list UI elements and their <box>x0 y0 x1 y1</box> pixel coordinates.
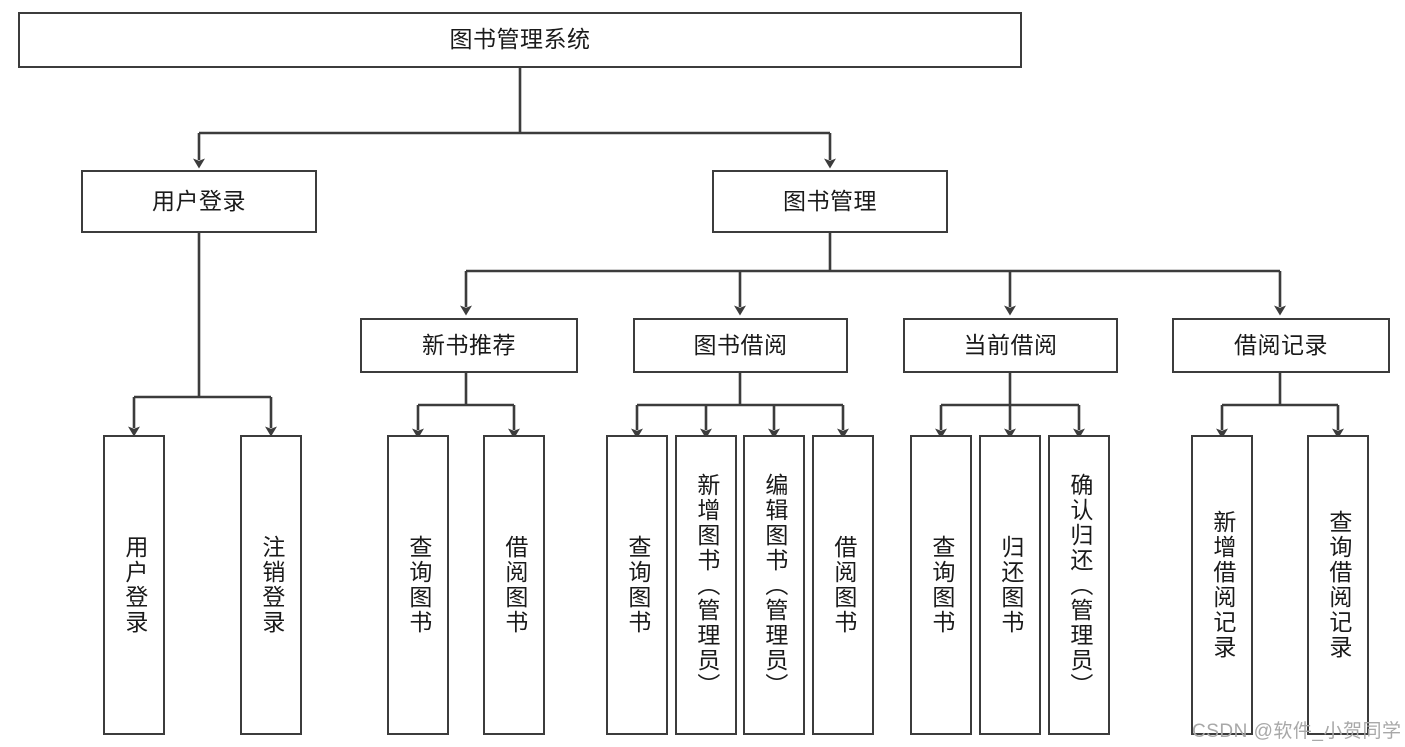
leaf-logout-login[interactable]: 注销登录 <box>240 435 302 735</box>
node-label: 查询借阅记录 <box>1325 510 1352 660</box>
node-label: 图书管理系统 <box>449 26 591 53</box>
node-label: 注销登录 <box>258 535 285 635</box>
node-label: 图书管理 <box>783 187 877 214</box>
node-current-borrow[interactable]: 当前借阅 <box>903 318 1118 373</box>
leaf-return-book[interactable]: 归还图书 <box>979 435 1041 735</box>
node-label: 新书推荐 <box>422 331 516 358</box>
node-label: 借阅图书 <box>830 535 857 635</box>
node-label: 新增借阅记录 <box>1209 510 1236 660</box>
csdn-watermark: CSDN @软件_小贺同学 <box>1192 721 1402 742</box>
leaf-edit-book-admin[interactable]: 编辑图书（管理员） <box>743 435 805 735</box>
node-root-book-management-system[interactable]: 图书管理系统 <box>18 12 1022 68</box>
leaf-borrow-book-recommend[interactable]: 借阅图书 <box>483 435 545 735</box>
node-label: 用户登录 <box>152 187 246 214</box>
leaf-query-borrow-record[interactable]: 查询借阅记录 <box>1307 435 1369 735</box>
node-label: 图书借阅 <box>693 331 788 358</box>
leaf-add-borrow-record[interactable]: 新增借阅记录 <box>1191 435 1253 735</box>
node-label: 新增图书（管理员） <box>693 473 720 698</box>
node-book-borrow[interactable]: 图书借阅 <box>633 318 848 373</box>
node-label: 借阅记录 <box>1234 331 1328 358</box>
leaf-add-book-admin[interactable]: 新增图书（管理员） <box>675 435 737 735</box>
node-label: 归还图书 <box>997 535 1024 635</box>
node-label: 用户登录 <box>121 535 148 635</box>
node-new-book-recommend[interactable]: 新书推荐 <box>360 318 578 373</box>
node-label: 当前借阅 <box>963 331 1058 358</box>
node-borrow-record[interactable]: 借阅记录 <box>1172 318 1390 373</box>
node-user-login[interactable]: 用户登录 <box>81 170 317 233</box>
node-book-management[interactable]: 图书管理 <box>712 170 948 233</box>
leaf-user-login[interactable]: 用户登录 <box>103 435 165 735</box>
node-label: 编辑图书（管理员） <box>761 473 788 698</box>
node-label: 查询图书 <box>928 535 955 635</box>
leaf-confirm-return-admin[interactable]: 确认归还（管理员） <box>1048 435 1110 735</box>
node-label: 查询图书 <box>405 535 432 635</box>
node-label: 查询图书 <box>624 535 651 635</box>
leaf-borrow-book[interactable]: 借阅图书 <box>812 435 874 735</box>
leaf-query-book-borrow[interactable]: 查询图书 <box>606 435 668 735</box>
leaf-query-book-recommend[interactable]: 查询图书 <box>387 435 449 735</box>
leaf-query-book-current[interactable]: 查询图书 <box>910 435 972 735</box>
node-label: 借阅图书 <box>501 535 528 635</box>
node-label: 确认归还（管理员） <box>1066 473 1093 698</box>
